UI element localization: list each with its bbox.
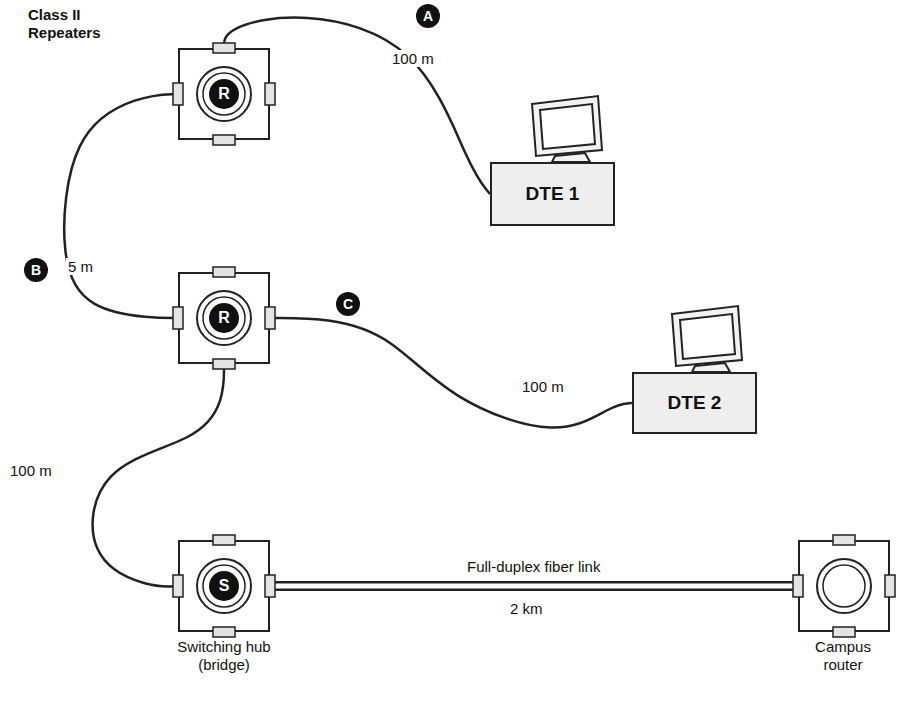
monitor-dte2 — [672, 306, 742, 372]
hub-letter: R — [209, 303, 239, 333]
hub-box: SSwitching hub (bridge) — [178, 540, 270, 632]
cable-length-label: 5 m — [66, 258, 95, 275]
terminal-name: DTE 2 — [668, 392, 722, 414]
cable-length-label: 100 m — [520, 378, 566, 395]
fiber-link — [270, 584, 798, 589]
terminal-name: DTE 1 — [526, 183, 580, 205]
router-box: Campus router — [798, 540, 890, 632]
terminal-box: DTE 1 — [490, 162, 615, 226]
callout-letter: A — [416, 4, 440, 28]
device-caption: Switching hub (bridge) — [162, 638, 286, 674]
monitor-dte1 — [532, 96, 602, 162]
terminal-box: DTE 2 — [632, 372, 757, 434]
callout-letter: C — [336, 292, 360, 316]
fiber-casing — [270, 581, 798, 591]
hub-letter: R — [209, 79, 239, 109]
group-heading: Class II Repeaters — [28, 6, 123, 42]
cable-length-label: 100 m — [390, 50, 436, 67]
cable-length-label: Full-duplex fiber link — [465, 558, 602, 575]
hub-box: R — [178, 272, 270, 364]
port-symbols — [798, 540, 890, 632]
hub-letter: S — [209, 571, 239, 601]
device-caption: Campus router — [794, 638, 892, 674]
distance-label: 2 km — [508, 600, 545, 617]
cable-length-label: 100 m — [8, 462, 54, 479]
cable — [270, 318, 632, 428]
cable — [64, 94, 178, 318]
callout-letter: B — [24, 258, 48, 282]
hub-box: R — [178, 48, 270, 140]
